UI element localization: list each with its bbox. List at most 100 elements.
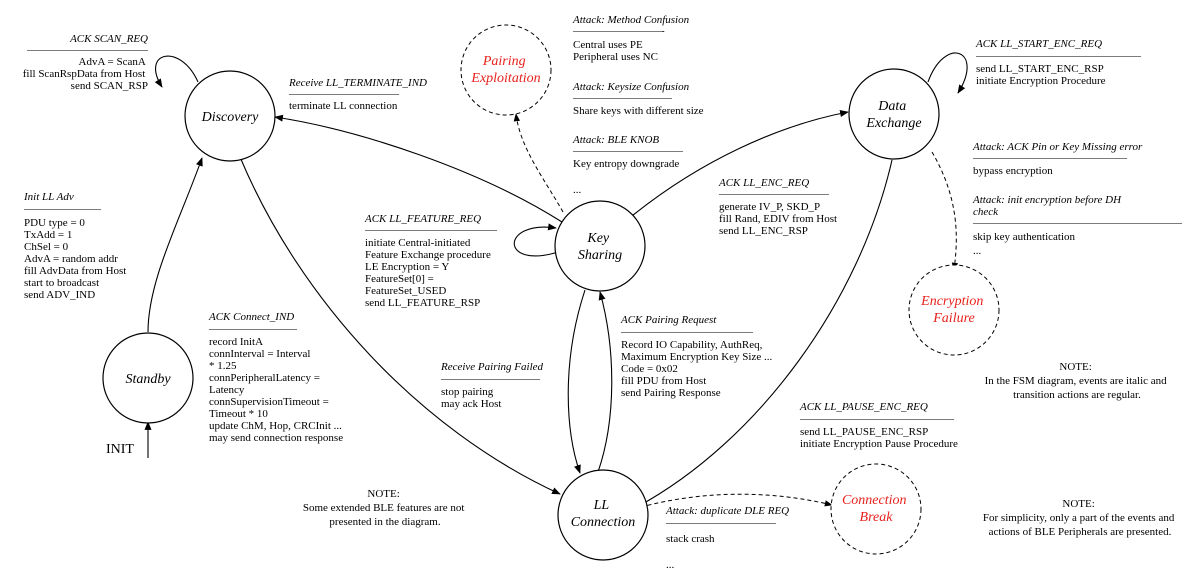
extended-note-line: presented in the diagram. (329, 516, 440, 528)
extended-note-line: NOTE: (367, 488, 399, 500)
extended-note-line: Some extended BLE features are not (303, 502, 465, 514)
ble-knob-rule: —————————— (572, 145, 684, 157)
attack-state-encryption-failure: Encryption Failure (908, 264, 1000, 356)
ll-feature-req-event: ACK LL_FEATURE_REQ (364, 213, 481, 225)
duplicate-dle-action: stack crash (666, 533, 715, 545)
svg-text:Central uses PE Peripher: Central uses PE Peripheral uses NC (573, 39, 658, 63)
ll-enc-req-rule: —————————— (718, 188, 830, 200)
transition-ack-ll-enc-req: ACK LL_ENC_REQ —————————— generate IV_P,… (718, 177, 840, 237)
init-label: INIT (106, 442, 134, 457)
attack-duplicate-dle-req: Attack: duplicate DLE REQ —————————— sta… (665, 505, 789, 571)
pairing-failed-event: Receive Pairing Failed (440, 361, 544, 373)
edge-dataexchange-llconnection (636, 159, 893, 508)
svg-text:NOTE: For simplicity, on: NOTE: For simplicity, only a part of the… (983, 498, 1177, 538)
ack-scan-req-event: ACK SCAN_REQ (69, 33, 148, 45)
edge-keysharing-dataexchange (626, 110, 849, 221)
attack-init-enc-before-dh: Attack: init encryption before DH check … (972, 194, 1183, 257)
init-ll-adv-action: fill AdvData from Host (24, 265, 126, 277)
transition-receive-ll-terminate-ind: Receive LL_TERMINATE_IND —————————— term… (288, 77, 427, 112)
pairing-request-action: Code = 0x02 (621, 363, 678, 375)
edge-llconnection-connectionbreak (633, 493, 833, 510)
ack-connect-ind-action: Latency (209, 384, 245, 396)
attack-method-confusion: Attack: Method Confusion ————————- Centr… (572, 14, 690, 63)
edge-discovery-llconnection (239, 156, 561, 495)
init-ll-adv-event: Init LL Adv (23, 191, 74, 203)
ack-scan-req-action: AdvA = ScanA (79, 56, 146, 68)
attack-ack-pin-key-missing: Attack: ACK Pin or Key Missing error ———… (972, 141, 1143, 177)
transition-ack-pairing-request: ACK Pairing Request ———————————— Record … (620, 314, 772, 399)
transition-ack-scan-req: ACK SCAN_REQ ——————————— AdvA = ScanA fi… (23, 33, 149, 92)
ll-feature-req-action: FeatureSet[0] = (365, 273, 434, 285)
pin-key-missing-action: bypass encryption (973, 165, 1053, 177)
ll-feature-req-action: Feature Exchange procedure (365, 249, 491, 261)
keysize-confusion-action: Share keys with different size (573, 105, 704, 117)
state-key-sharing-label-line1: Key (586, 231, 610, 246)
attack-state-pairing-exploitation: Pairing Exploitation (460, 24, 552, 116)
attack-state-connection-break: Connection Break (830, 463, 922, 555)
init-ll-adv-action: ChSel = 0 (24, 241, 69, 253)
ll-feature-req-action: initiate Central-initiated (365, 237, 471, 249)
ll-pause-enc-req-action: initiate Encryption Pause Procedure (800, 438, 958, 450)
init-enc-before-dh-event-line2: check (973, 206, 999, 218)
attack-ble-knob: Attack: BLE KNOB —————————— Key entropy … (572, 134, 684, 170)
pairing-request-action: send Pairing Response (621, 387, 721, 399)
ll-start-enc-req-rule: ——————————————— (975, 50, 1142, 62)
state-key-sharing: Key Sharing (554, 200, 646, 292)
state-data-exchange-label-line1: Data (877, 99, 906, 114)
duplicate-dle-rule: —————————— (665, 517, 777, 529)
pairing-failed-action: stop pairing (441, 386, 494, 398)
pairing-request-action: fill PDU from Host (621, 375, 706, 387)
svg-text:Pairing Exploitation: Pairing Exploitation (470, 54, 540, 86)
pin-key-missing-rule: —————————————— (972, 152, 1128, 164)
svg-text:AdvA = ScanA fill ScanRs: AdvA = ScanA fill ScanRspData from Host … (23, 56, 148, 92)
ll-enc-req-action: send LL_ENC_RSP (719, 225, 808, 237)
state-standby-label: Standby (125, 372, 171, 387)
svg-text:Standby: Standby (125, 372, 171, 387)
svg-text:Discovery: Discovery (201, 110, 260, 125)
svg-text:send LL_PAUSE_ENC_RSP in: send LL_PAUSE_ENC_RSP initiate Encryptio… (800, 426, 958, 450)
ll-pause-enc-req-action: send LL_PAUSE_ENC_RSP (800, 426, 928, 438)
init-ll-adv-action: PDU type = 0 (24, 217, 85, 229)
edge-discovery-self-loop (154, 55, 199, 88)
encryption-failure-label-line1: Encryption (920, 294, 983, 309)
svg-text:record InitA connInterva: record InitA connInterval = Interval * 1… (209, 336, 345, 444)
ll-pause-enc-req-event: ACK LL_PAUSE_ENC_REQ (799, 401, 928, 413)
state-discovery-label: Discovery (201, 110, 260, 125)
ack-connect-ind-action: may send connection response (209, 432, 343, 444)
fsm-note-line: transition actions are regular. (1013, 389, 1141, 401)
keysize-confusion-event: Attack: Keysize Confusion (572, 81, 690, 93)
duplicate-dle-event: Attack: duplicate DLE REQ (665, 505, 789, 517)
state-standby: Standby (102, 332, 194, 424)
init-enc-before-dh-action: ... (973, 245, 982, 257)
ack-connect-ind-action: update ChM, Hop, CRCInit ... (209, 420, 342, 432)
ll-feature-req-action: send LL_FEATURE_RSP (365, 297, 480, 309)
ack-connect-ind-action: record InitA (209, 336, 263, 348)
pairing-failed-rule: ————————— (440, 373, 541, 385)
ack-scan-req-action: send SCAN_RSP (71, 80, 148, 92)
edge-keysharing-discovery (274, 114, 563, 223)
ack-connect-ind-action: * 1.25 (209, 360, 237, 372)
edge-dataexchange-self-loop (927, 52, 968, 94)
ack-connect-ind-event: ACK Connect_IND (208, 311, 294, 323)
ll-feature-req-rule: ———————————— (364, 224, 498, 236)
pairing-exploitation-label-line1: Pairing (482, 54, 526, 69)
svg-text:generate IV_P, SKD_P fil: generate IV_P, SKD_P fill Rand, EDIV fro… (719, 201, 840, 237)
transition-receive-pairing-failed: Receive Pairing Failed ————————— stop pa… (440, 361, 544, 410)
fsm-note-line: In the FSM diagram, events are italic an… (985, 375, 1168, 387)
method-confusion-event: Attack: Method Confusion (572, 14, 690, 26)
ll-start-enc-req-action: initiate Encryption Procedure (976, 75, 1106, 87)
edge-keysharing-pairingexploitation (513, 113, 564, 213)
simplicity-note-line: NOTE: (1062, 498, 1094, 510)
note-extended-features: NOTE: Some extended BLE features are not… (303, 488, 465, 528)
ack-connect-ind-rule: ———————— (208, 323, 298, 335)
svg-text:stop pairing may ack Hos: stop pairing may ack Host (441, 386, 501, 410)
svg-text:Data Exchange: Data Exchange (865, 99, 921, 131)
pairing-request-action: Maximum Encryption Key Size ... (621, 351, 772, 363)
svg-text:Key Sharing: Key Sharing (578, 231, 622, 263)
svg-text:initiate Central-initiated: initiate Central-initiated Feature Excha… (365, 237, 494, 309)
keysize-confusion-rule: ————————— (572, 92, 673, 104)
ble-knob-event: Attack: BLE KNOB (572, 134, 659, 146)
pairing-request-action: Record IO Capability, AuthReq, (621, 339, 763, 351)
init-ll-adv-action: start to broadcast (24, 277, 99, 289)
